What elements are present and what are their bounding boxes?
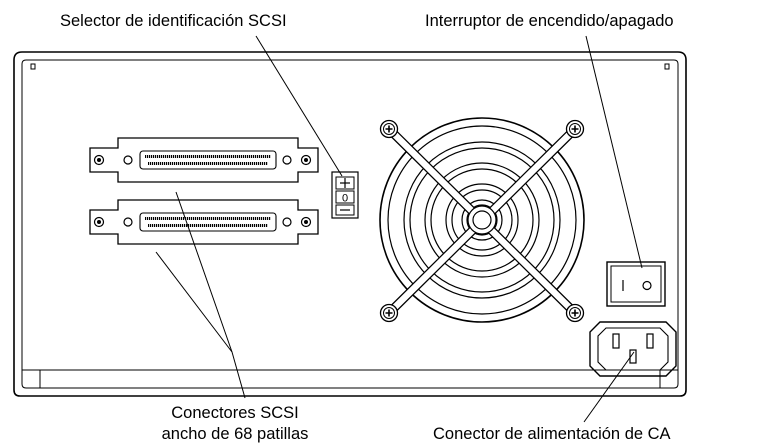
label-power-switch: Interruptor de encendido/apagado [425,12,674,30]
power-switch [606,261,666,307]
screw-icon [282,217,292,227]
ac-power-inlet [589,321,677,377]
screw-icon [123,155,133,165]
screw-icon [123,217,133,227]
scsi-connector-upper [89,137,319,183]
label-scsi-id-selector: Selector de identificación SCSI [60,12,287,30]
scsi-id-value: 0 [342,193,348,205]
screw-icon [304,220,308,224]
cooling-fan [379,117,585,323]
label-ac-connector: Conector de alimentación de CA [433,425,671,443]
screw-icon [97,158,101,162]
screw-icon [300,154,312,166]
screw-icon [93,154,105,166]
screw-icon [282,155,292,165]
screw-icon [304,158,308,162]
scsi-id-selector: 0 [331,171,359,219]
screw-icon [93,216,105,228]
leader-lines [155,35,643,423]
scsi-connector-lower [89,199,319,245]
label-scsi-connectors-line1: Conectores SCSI [171,404,298,422]
enclosure [13,51,687,397]
screw-icon [97,220,101,224]
label-scsi-connectors-line2: ancho de 68 patillas [162,425,309,443]
screw-icon [300,216,312,228]
